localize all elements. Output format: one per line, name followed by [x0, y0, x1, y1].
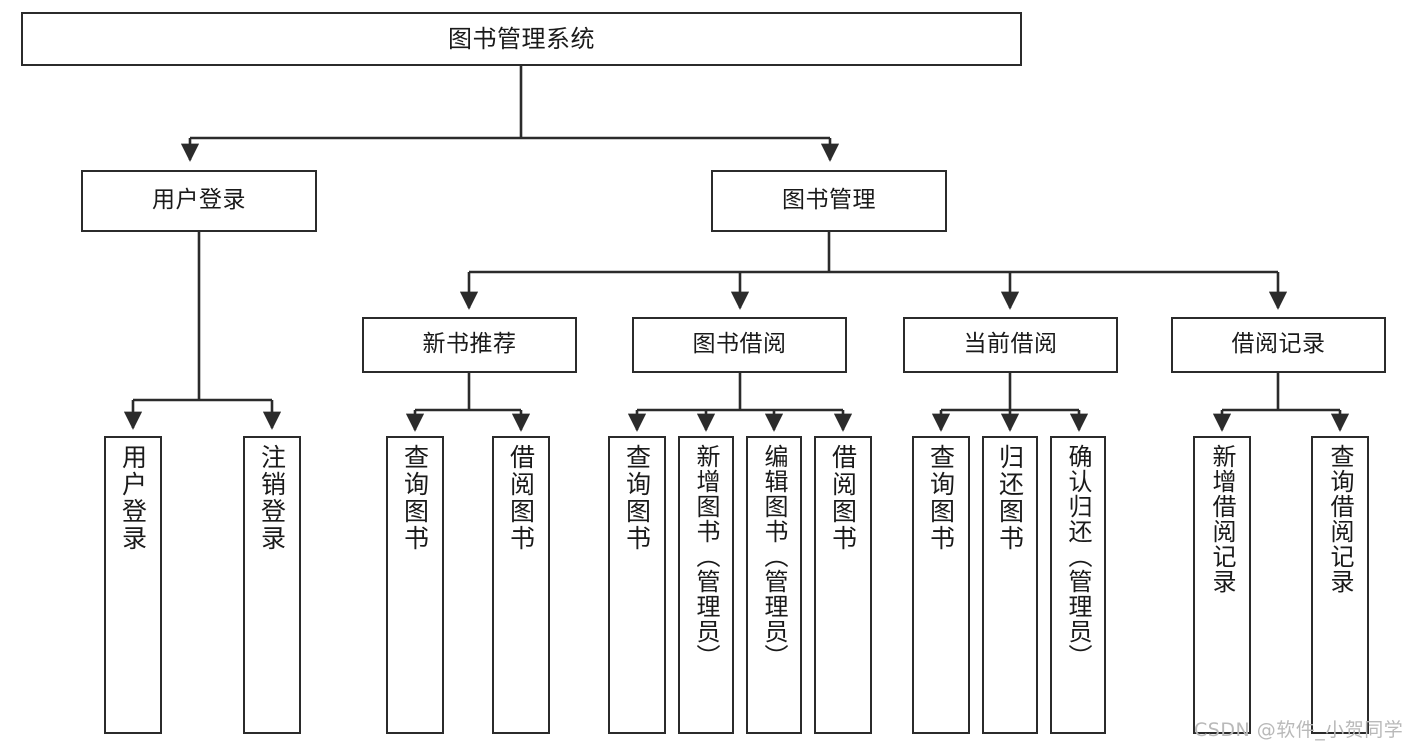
node-book-management[interactable]: 图书管理: [711, 170, 947, 232]
node-new-book-recommend[interactable]: 新书推荐: [362, 317, 577, 373]
node-label: 借阅记录: [1231, 331, 1326, 358]
node-label: 当前借阅: [963, 331, 1058, 358]
node-leaf-borrow-book[interactable]: 借阅图书: [814, 436, 872, 734]
node-label: 新书推荐: [422, 331, 517, 358]
node-label: 查询图书: [926, 444, 956, 552]
node-label: 确认归还（管理员）: [1064, 444, 1092, 669]
node-label: 新增图书（管理员）: [692, 444, 720, 669]
node-label: 归还图书: [995, 444, 1025, 552]
node-leaf-add-book-admin[interactable]: 新增图书（管理员）: [678, 436, 734, 734]
csdn-watermark: CSDN @软件_小贺同学: [1194, 719, 1404, 741]
node-leaf-query-book-recommend[interactable]: 查询图书: [386, 436, 444, 734]
node-label: 图书借阅: [692, 331, 787, 358]
node-label: 用户登录: [118, 444, 148, 552]
node-root-book-management-system[interactable]: 图书管理系统: [21, 12, 1022, 66]
node-leaf-edit-book-admin[interactable]: 编辑图书（管理员）: [746, 436, 802, 734]
node-label: 图书管理系统: [448, 24, 595, 53]
node-label: 注销登录: [257, 444, 287, 552]
node-label: 查询图书: [622, 444, 652, 552]
node-user-login[interactable]: 用户登录: [81, 170, 317, 232]
node-current-borrow[interactable]: 当前借阅: [903, 317, 1118, 373]
node-label: 借阅图书: [506, 444, 536, 552]
node-leaf-query-book-current[interactable]: 查询图书: [912, 436, 970, 734]
node-leaf-user-login[interactable]: 用户登录: [104, 436, 162, 734]
node-leaf-confirm-return-admin[interactable]: 确认归还（管理员）: [1050, 436, 1106, 734]
node-label: 用户登录: [152, 187, 246, 214]
node-label: 图书管理: [782, 187, 876, 214]
node-label: 借阅图书: [828, 444, 858, 552]
node-leaf-return-book[interactable]: 归还图书: [982, 436, 1038, 734]
node-leaf-borrow-book-recommend[interactable]: 借阅图书: [492, 436, 550, 734]
node-label: 新增借阅记录: [1208, 444, 1236, 594]
node-label: 编辑图书（管理员）: [760, 444, 788, 669]
node-label: 查询图书: [400, 444, 430, 552]
node-book-borrow[interactable]: 图书借阅: [632, 317, 847, 373]
node-leaf-add-borrow-record[interactable]: 新增借阅记录: [1193, 436, 1251, 734]
node-borrow-record[interactable]: 借阅记录: [1171, 317, 1386, 373]
node-leaf-logout[interactable]: 注销登录: [243, 436, 301, 734]
node-leaf-query-book-borrow[interactable]: 查询图书: [608, 436, 666, 734]
node-label: 查询借阅记录: [1326, 444, 1354, 594]
node-leaf-query-borrow-record[interactable]: 查询借阅记录: [1311, 436, 1369, 734]
